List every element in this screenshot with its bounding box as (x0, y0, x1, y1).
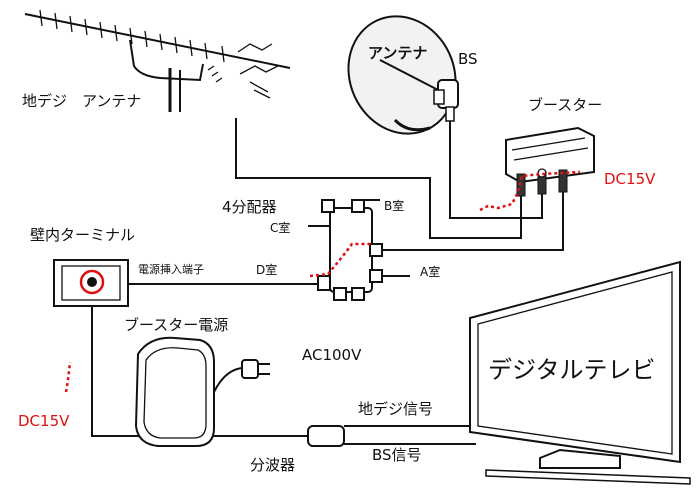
digital-tv-label: デジタルテレビ (488, 356, 656, 384)
dipole-loop (129, 39, 204, 82)
wall-terminal-plate (53, 259, 129, 307)
ac-plug (241, 359, 259, 379)
bs-dish (347, 15, 459, 135)
dc-power-path (64, 170, 581, 393)
four-way-distributor (317, 199, 383, 301)
booster-label: ブースター (528, 96, 603, 114)
cable-uhf-to-booster (235, 118, 522, 239)
chideji-signal-label: 地デジ信号 (358, 400, 434, 418)
tv-base (485, 469, 691, 485)
cable-bs-to-booster (449, 121, 543, 219)
bs-label: BS (458, 50, 478, 68)
tv-stand (539, 448, 621, 469)
power-supply-body (134, 336, 215, 447)
room-b-label: B室 (384, 199, 405, 213)
chideji-antenna-label: 地デジ アンテナ (22, 92, 142, 110)
booster-power-label: ブースター電源 (124, 316, 229, 334)
bs-signal-label: BS信号 (372, 446, 422, 464)
booster-body (505, 126, 595, 184)
diplexer (307, 425, 345, 447)
antenna-boom (24, 13, 291, 69)
diplexer-body (307, 425, 345, 447)
ac-cord (213, 367, 243, 393)
power-insert-terminal-label: 電源挿入端子 (138, 263, 204, 276)
digital-tv (469, 260, 691, 485)
distributor-body (329, 207, 373, 293)
ac100v-label: AC100V (302, 346, 362, 364)
room-c-label: C室 (270, 221, 291, 235)
cable-wall-to-power (91, 294, 150, 437)
reflector (237, 43, 279, 75)
dc-path-booster (479, 170, 581, 212)
dc15v-left-label: DC15V (18, 412, 70, 430)
antenna-elements (39, 9, 225, 63)
dc15v-top-label: DC15V (604, 170, 656, 188)
uhf-antenna (24, 9, 291, 112)
dish-reflector (347, 15, 457, 135)
booster-power-supply (134, 336, 270, 447)
room-d-label: D室 (256, 263, 278, 277)
booster-unit (505, 126, 595, 197)
wall-connector (87, 277, 97, 287)
cable-booster-to-distributor (380, 192, 564, 251)
distributor-label: 4分配器 (222, 198, 277, 216)
antenna-label: アンテナ (368, 44, 428, 62)
room-a-label: A室 (420, 265, 441, 279)
diplexer-label: 分波器 (250, 456, 296, 474)
dc-path-left-arrow (64, 361, 72, 393)
wall-terminal-label: 壁内ターミナル (30, 226, 136, 244)
